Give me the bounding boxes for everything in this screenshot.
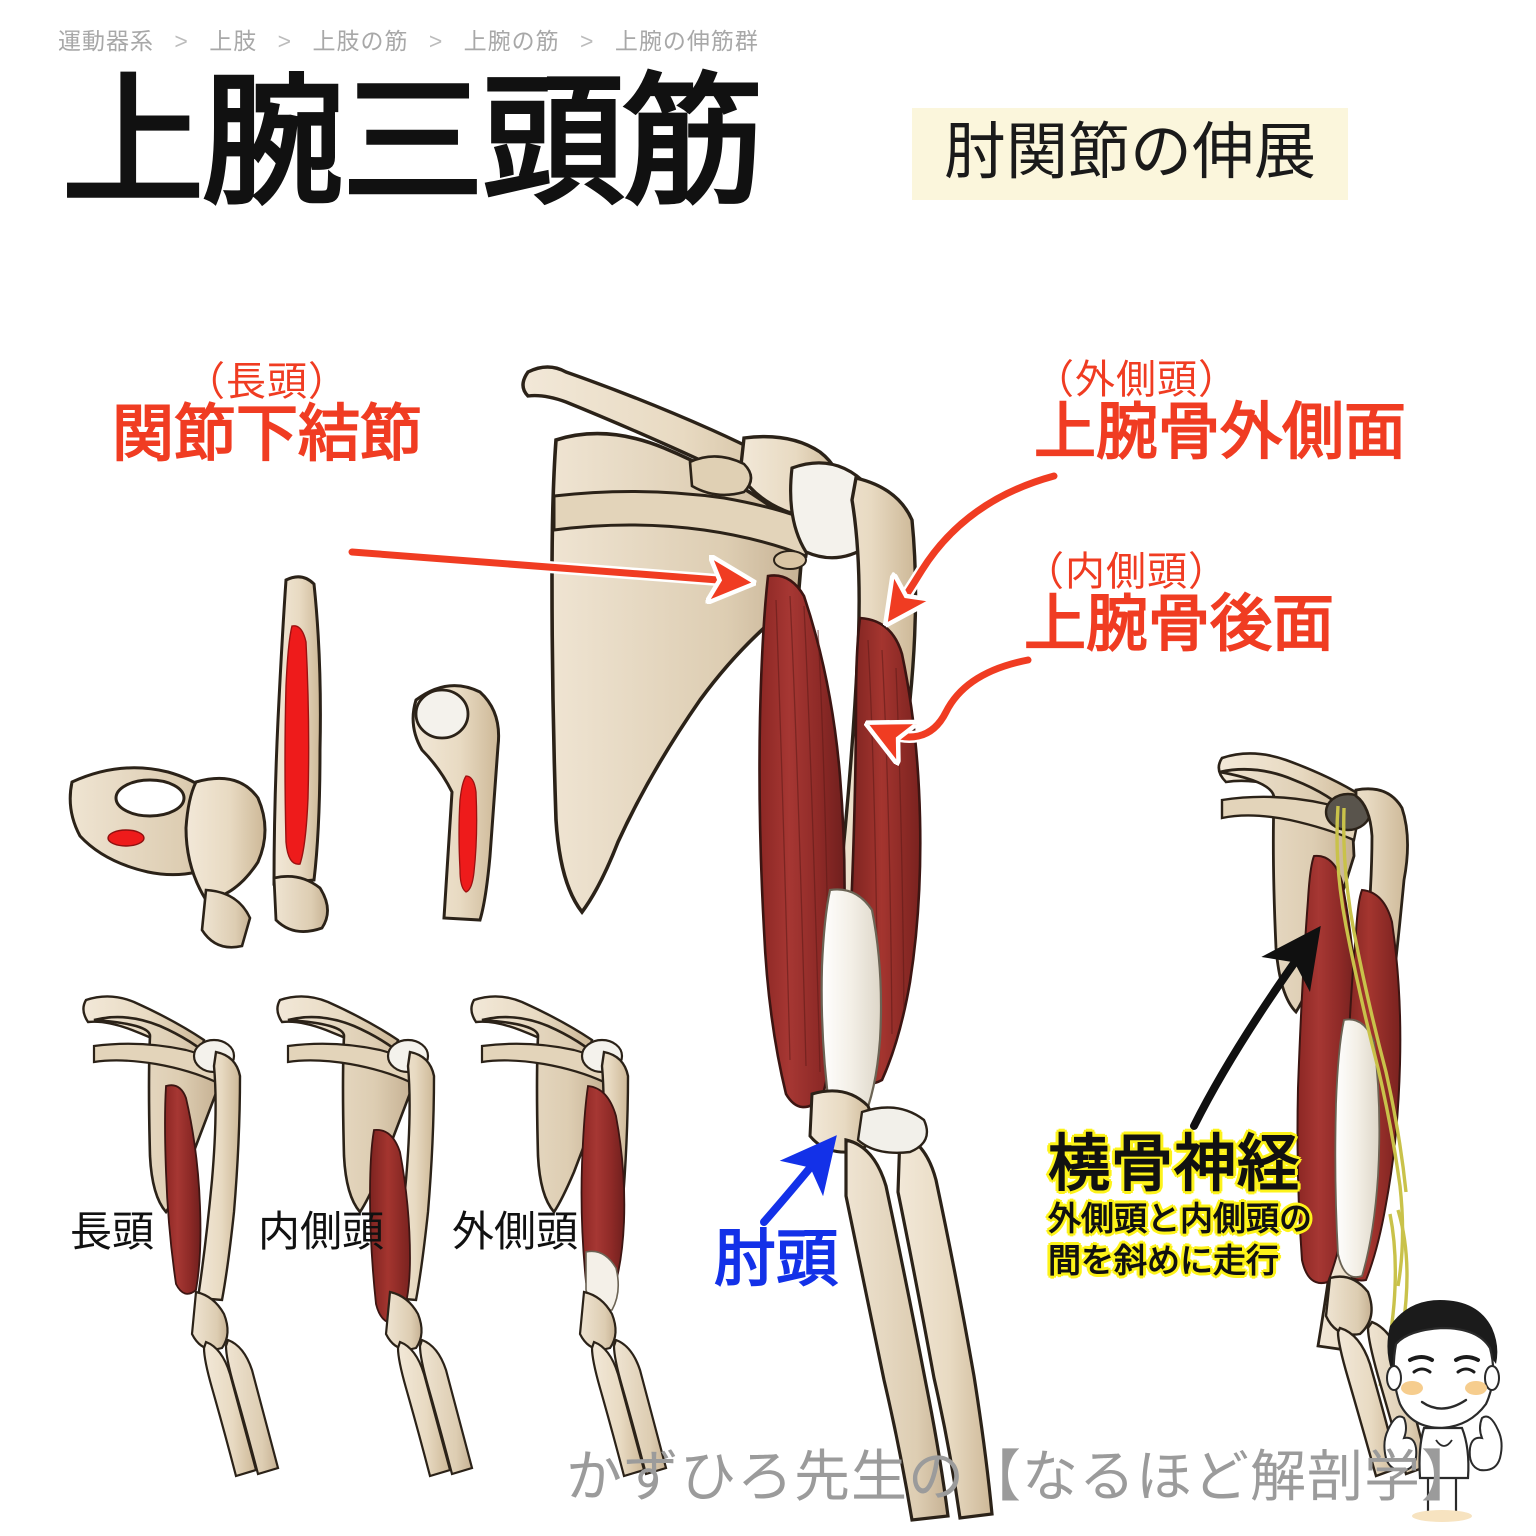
leader-long-head: [346, 546, 744, 582]
annotation-radial-nerve-sub-2: 間を斜めに走行: [1048, 1242, 1279, 1280]
breadcrumb-separator: >: [428, 28, 444, 54]
caption-medial-head: 内側頭: [258, 1208, 385, 1255]
leader-olecranon: [760, 1135, 837, 1226]
leader-radial-nerve: [1190, 925, 1321, 1130]
humerus-lateral-shaft: [411, 684, 501, 922]
infraglenoid-tubercle-marker: [107, 829, 145, 847]
elbow-joint: [856, 1106, 929, 1154]
ulna: [844, 1138, 950, 1522]
annotation-long-head-main: 関節下結節: [112, 399, 423, 469]
annotation-lateral-head-main: 上腕骨外側面: [1034, 397, 1407, 467]
forearm-c-1: [590, 1340, 646, 1478]
forearm-a-1: [202, 1340, 258, 1478]
elbow-b: [384, 1290, 423, 1351]
breadcrumb: 運動器系 > 上肢 > 上肢の筋 > 上腕の筋 > 上腕の伸筋群: [58, 22, 759, 56]
humeral-head-detail: [184, 776, 267, 902]
mascot-hand-right: [1468, 1415, 1503, 1472]
page-title: 上腕三頭筋: [62, 63, 764, 222]
mascot-cheek-left: [1401, 1381, 1423, 1395]
mascot-coat: [1418, 1426, 1470, 1480]
leader-medial-head: [876, 654, 1034, 737]
mascot-ear-left: [1386, 1365, 1402, 1391]
annotation-radial-nerve-main: 橈骨神経: [1048, 1130, 1301, 1199]
caption-lateral-head: 外側頭: [452, 1208, 579, 1255]
annotation-lateral-head-sub: （外側頭）: [1034, 358, 1239, 402]
detail-humerus-lateral: [411, 684, 501, 922]
scapula-detail-notch: [114, 778, 186, 818]
figure-long-head: [82, 995, 280, 1478]
annotation-medial-head-sub: （内側頭）: [1024, 550, 1229, 594]
annotation-medial-head-main: 上腕骨後面: [1024, 589, 1335, 659]
breadcrumb-separator: >: [277, 28, 293, 54]
breadcrumb-separator: >: [174, 28, 189, 54]
coracoid-process: [688, 455, 753, 497]
annotation-olecranon: 肘頭: [714, 1225, 839, 1294]
forearm-right-1: [1336, 1326, 1400, 1478]
long-head-muscle: [164, 1084, 202, 1295]
olecranon-right: [1324, 1275, 1373, 1336]
mascot-cheek-right: [1465, 1381, 1487, 1395]
humerus-a: [196, 1050, 242, 1302]
breadcrumb-item-1[interactable]: 上肢: [209, 28, 258, 54]
forearm-b-1: [396, 1340, 452, 1478]
posterior-attachment-marker: [284, 625, 310, 865]
breadcrumb-item-3[interactable]: 上腕の筋: [463, 28, 560, 54]
mascot-ear-right: [1484, 1365, 1500, 1391]
detail-scapula-attachment: [68, 766, 267, 949]
scapular-spine: [552, 489, 814, 559]
humerus-detail-condyle: [272, 874, 329, 933]
mascot-brow-left: [1408, 1355, 1434, 1362]
annotation-radial-nerve-sub-1: 外側頭と内側頭の: [1048, 1200, 1312, 1238]
annotation-long-head-sub: （長頭）: [185, 360, 349, 404]
main-arm-figure: [521, 365, 994, 1522]
forearm-a-2: [224, 1338, 280, 1476]
mascot-hand-left: [1383, 1415, 1418, 1472]
forearm-b-2: [418, 1338, 474, 1476]
annotation-radial-nerve: 橈骨神経 外側頭と内側頭の 間を斜めに走行: [1048, 1132, 1312, 1282]
mascot-brow-right: [1454, 1355, 1480, 1362]
radius: [896, 1131, 994, 1520]
figure-medial-head: [276, 995, 474, 1478]
mascot-collar: [1435, 1439, 1453, 1447]
elbow-a: [190, 1290, 229, 1351]
breadcrumb-item-0[interactable]: 運動器系: [58, 28, 154, 54]
humerus-neck-detail: [200, 888, 252, 949]
caption-long-head: 長頭: [70, 1208, 155, 1255]
infraglenoid-tubercle: [773, 550, 807, 570]
breadcrumb-item-4[interactable]: 上腕の伸筋群: [614, 28, 759, 54]
breadcrumb-item-2[interactable]: 上肢の筋: [312, 28, 409, 54]
lateral-attachment-marker: [458, 775, 478, 893]
annotation-medial-head: （内側頭） 上腕骨後面: [1024, 552, 1379, 656]
elbow-c: [578, 1290, 617, 1351]
mascot-shadow: [1412, 1510, 1472, 1522]
mascot-face: [1392, 1326, 1495, 1430]
mascot-illustration: [1383, 1300, 1503, 1522]
footer-watermark: かずひろ先生の【なるほど解剖学】: [566, 1445, 1478, 1508]
action-badge: 肘関節の伸展: [912, 108, 1349, 200]
figure-lateral-head: [470, 995, 668, 1478]
annotation-lateral-head: （外側頭） 上腕骨外側面: [1034, 360, 1419, 464]
annotation-long-head: （長頭） 関節下結節: [112, 362, 422, 466]
leader-lateral-head: [892, 470, 1060, 616]
forearm-c-2: [612, 1338, 668, 1476]
mascot-eye-left: [1412, 1367, 1432, 1374]
detail-humerus-posterior: [272, 575, 329, 933]
breadcrumb-separator: >: [580, 28, 595, 54]
mascot-eye-right: [1456, 1367, 1476, 1374]
mascot-smile: [1420, 1398, 1468, 1410]
humeral-head-lateral: [414, 688, 470, 740]
